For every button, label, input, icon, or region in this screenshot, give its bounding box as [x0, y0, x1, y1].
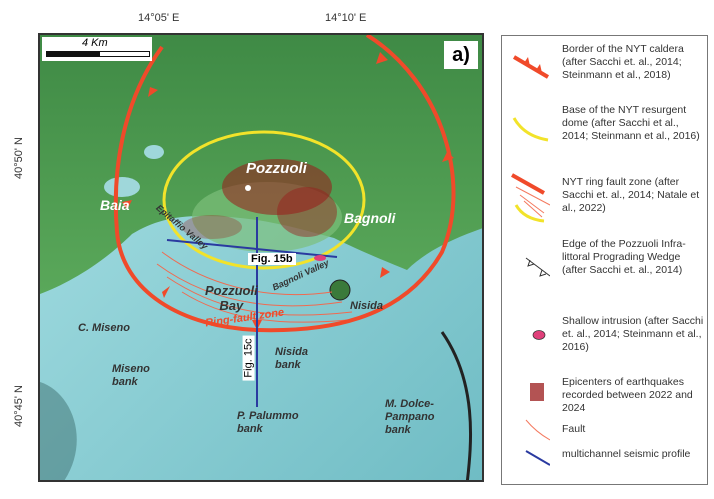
label-c-miseno: C. Miseno: [78, 322, 130, 334]
lon-tick-2: 14°10' E: [325, 12, 367, 24]
palummo-1: P. Palummo: [237, 410, 299, 422]
label-pozzuoli-bay-1: Pozzuoli: [205, 283, 258, 298]
panel-label: a): [444, 41, 478, 69]
legend-caldera: Border of the NYT caldera (after Sacchi …: [562, 43, 684, 81]
legend-fault: Fault: [562, 423, 586, 435]
legend: Border of the NYT caldera (after Sacchi …: [501, 35, 708, 485]
seismic-profile-15b: [166, 239, 338, 258]
lat-tick-1: 40°50' N: [12, 137, 25, 179]
label-baia: Baia: [100, 197, 130, 213]
caldera-ticks: [122, 52, 454, 330]
miseno-bank-1: Miseno: [112, 363, 150, 375]
legend-ring-fault: NYT ring fault zone (after Sacchi et. al…: [562, 176, 700, 214]
label-fig-15b: Fig. 15b: [248, 253, 296, 265]
label-pozzuoli-bay-2: Bay: [219, 298, 244, 313]
scale-bar: 4 Km: [42, 37, 152, 61]
map-canvas: [40, 35, 482, 480]
nisida-bank-2: bank: [275, 359, 301, 371]
label-bagnoli: Bagnoli: [344, 210, 396, 226]
shallow-intrusion: [314, 255, 326, 261]
nisida-bank-1: Nisida: [275, 346, 309, 358]
lake: [144, 145, 164, 159]
miseno-bank-2: bank: [112, 376, 138, 388]
legend-wedge: Edge of the Pozzuoli Infra-littoral Prog…: [562, 238, 686, 276]
intrusion-symbol: [532, 330, 546, 340]
ring-fault-symbol: [511, 173, 550, 223]
legend-intrusion: Shallow intrusion (after Sacchi et. al.,…: [562, 315, 704, 353]
label-fig-15c: Fig. 15c: [242, 335, 255, 381]
dolce-1: M. Dolce-: [385, 398, 434, 410]
epicenters: [182, 159, 337, 239]
wedge-edge-symbol: [525, 257, 550, 277]
shelf-edge: [440, 331, 472, 480]
dolce-2: Pampano: [385, 411, 435, 423]
faults: [156, 251, 353, 323]
epicenters-symbol: [530, 383, 544, 401]
scale-bar-label: 4 Km: [82, 37, 108, 49]
map-panel: 4 Km a): [38, 33, 484, 482]
resurgent-dome-base: [162, 130, 366, 270]
fault-symbol: [525, 419, 550, 441]
seafloor-shadow: [40, 382, 77, 480]
caldera-border: [113, 35, 456, 333]
caldera-border-symbol: [512, 55, 550, 79]
profile-symbol: [525, 450, 550, 466]
lake: [104, 177, 140, 197]
lat-tick-2: 40°45' N: [12, 385, 25, 427]
nisida-island: [329, 279, 351, 301]
palummo-2: bank: [237, 423, 263, 435]
label-nisida: Nisida: [350, 300, 384, 312]
pozzuoli-marker: [245, 185, 251, 191]
legend-profile: multichannel seismic profile: [562, 448, 691, 460]
legend-dome: Base of the NYT resurgent dome (after Sa…: [562, 104, 700, 142]
label-pozzuoli: Pozzuoli: [246, 160, 307, 177]
dolce-3: bank: [385, 424, 411, 436]
lon-tick-1: 14°05' E: [138, 12, 180, 24]
legend-epicenters: Epicenters of earthquakes recorded betwe…: [562, 376, 693, 414]
dome-symbol: [512, 117, 549, 142]
